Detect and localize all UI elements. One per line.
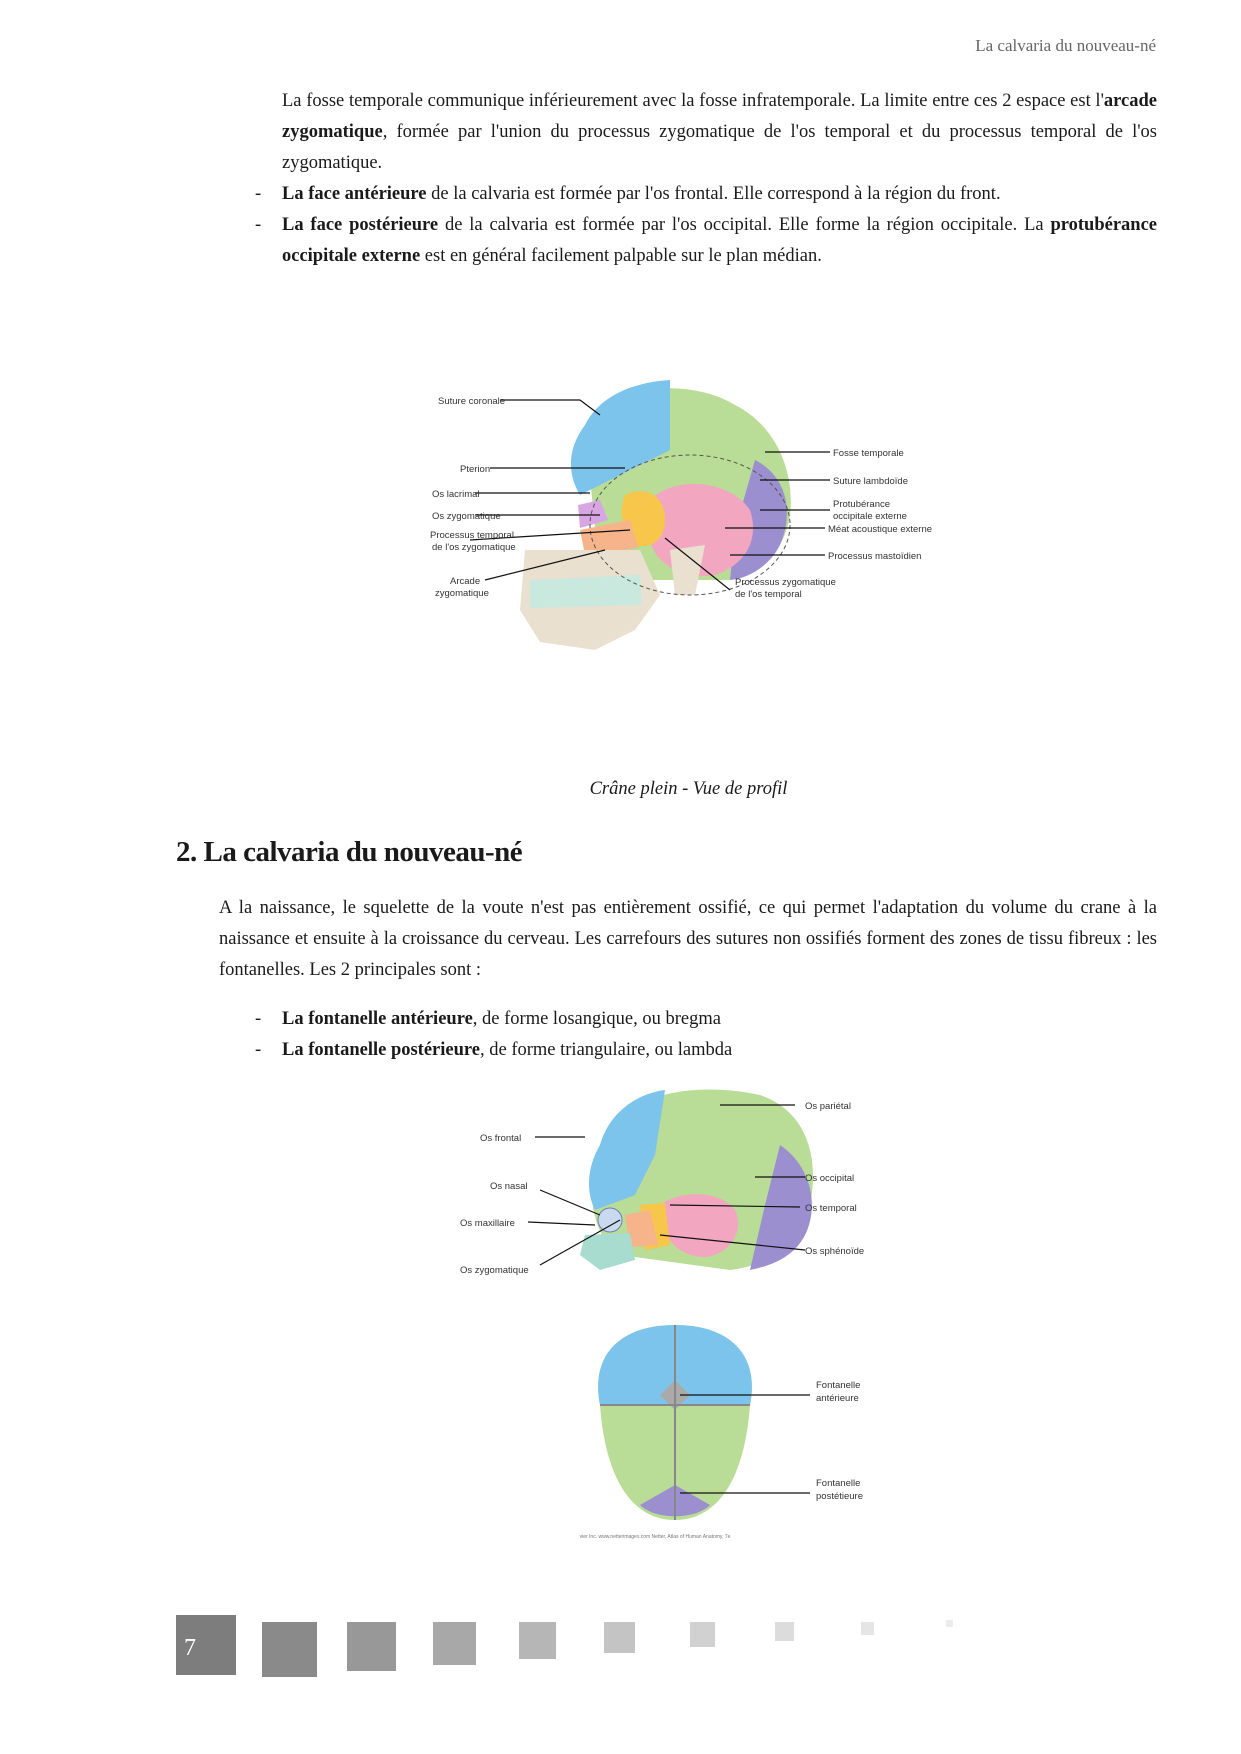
footer-square: [519, 1622, 556, 1659]
skull-lateral-figure: Suture coronale Pterion Os lacrimal Os z…: [430, 380, 932, 650]
label-pterion: Pterion: [460, 464, 490, 475]
label-os-occipital: Os occipital: [805, 1173, 854, 1184]
skull-illustration: [520, 380, 791, 650]
label-arcade: Arcade: [450, 576, 480, 587]
label-protuberance: Protubérance: [833, 499, 890, 510]
label-os-maxillaire: Os maxillaire: [460, 1218, 515, 1229]
label-os-temporal: Os temporal: [805, 1203, 857, 1214]
figure-caption: Crâne plein - Vue de profil: [589, 779, 788, 799]
footer-square: [347, 1622, 396, 1671]
label-os-zygomatique: Os zygomatique: [432, 511, 501, 522]
footer-square: [946, 1620, 953, 1627]
footer-square: [433, 1622, 476, 1665]
label-meat-acoustique: Méat acoustique externe: [828, 524, 932, 535]
label-fontanelle-anterieure-2: antérieure: [816, 1393, 859, 1404]
label-processus-zygomatique: Processus zygomatique: [735, 577, 836, 588]
fontanelle-list: -La fontanelle antérieure, de forme losa…: [255, 1004, 1157, 1066]
label-os-sphenoide: Os sphénoïde: [805, 1246, 864, 1257]
label-os-nasal: Os nasal: [490, 1181, 528, 1192]
label-processus-zygomatique-2: de l'os temporal: [735, 589, 802, 600]
newborn-skull-lateral-figure: Os pariétal Os frontal Os occipital Os n…: [460, 1089, 864, 1276]
footer-square: [775, 1622, 794, 1641]
intro-paragraph: La fosse temporale communique inférieure…: [282, 91, 1157, 173]
footer-square: [690, 1622, 715, 1647]
section-paragraph: A la naissance, le squelette de la voute…: [219, 898, 1157, 980]
skull-top-illustration: [598, 1325, 752, 1520]
face-list: -La face antérieure de la calvaria est f…: [255, 179, 1157, 272]
list-item: -La fontanelle antérieure, de forme losa…: [255, 1009, 721, 1029]
page-number: 7: [176, 1615, 236, 1675]
running-header: La calvaria du nouveau-né: [975, 36, 1156, 55]
label-arcade-2: zygomatique: [435, 588, 489, 599]
image-credit: vier Inc. www.netterimages.com Netter, A…: [579, 1534, 731, 1540]
label-suture-lambdoide: Suture lambdoïde: [833, 476, 908, 487]
label-fontanelle-posterieure: Fontanelle: [816, 1478, 860, 1489]
label-fosse-temporale: Fosse temporale: [833, 448, 904, 459]
footer-square: [861, 1622, 874, 1635]
section-title: 2. La calvaria du nouveau-né: [176, 836, 523, 868]
label-os-zygomatique-nb: Os zygomatique: [460, 1265, 529, 1276]
label-suture-coronale: Suture coronale: [438, 396, 505, 407]
footer-square: [604, 1622, 635, 1653]
list-item: -La face postérieure de la calvaria est …: [255, 215, 1157, 266]
label-os-parietal: Os pariétal: [805, 1101, 851, 1112]
list-item: -La fontanelle postérieure, de forme tri…: [255, 1040, 733, 1060]
label-processus-temporal-2: de l'os zygomatique: [432, 542, 516, 553]
label-os-frontal: Os frontal: [480, 1133, 521, 1144]
footer-square: [262, 1622, 317, 1677]
label-protuberance-2: occipitale externe: [833, 511, 907, 522]
list-item: -La face antérieure de la calvaria est f…: [255, 184, 1001, 204]
newborn-skull-top-figure: Fontanelle antérieure Fontanelle postéti…: [598, 1325, 863, 1520]
label-processus-temporal: Processus temporal: [430, 530, 514, 541]
newborn-skull-illustration: [580, 1089, 813, 1270]
label-fontanelle-posterieure-2: postétieure: [816, 1491, 863, 1502]
label-processus-mastoidien: Processus mastoïdien: [828, 551, 921, 562]
label-os-lacrimal: Os lacrimal: [432, 489, 480, 500]
label-fontanelle-anterieure: Fontanelle: [816, 1380, 860, 1391]
